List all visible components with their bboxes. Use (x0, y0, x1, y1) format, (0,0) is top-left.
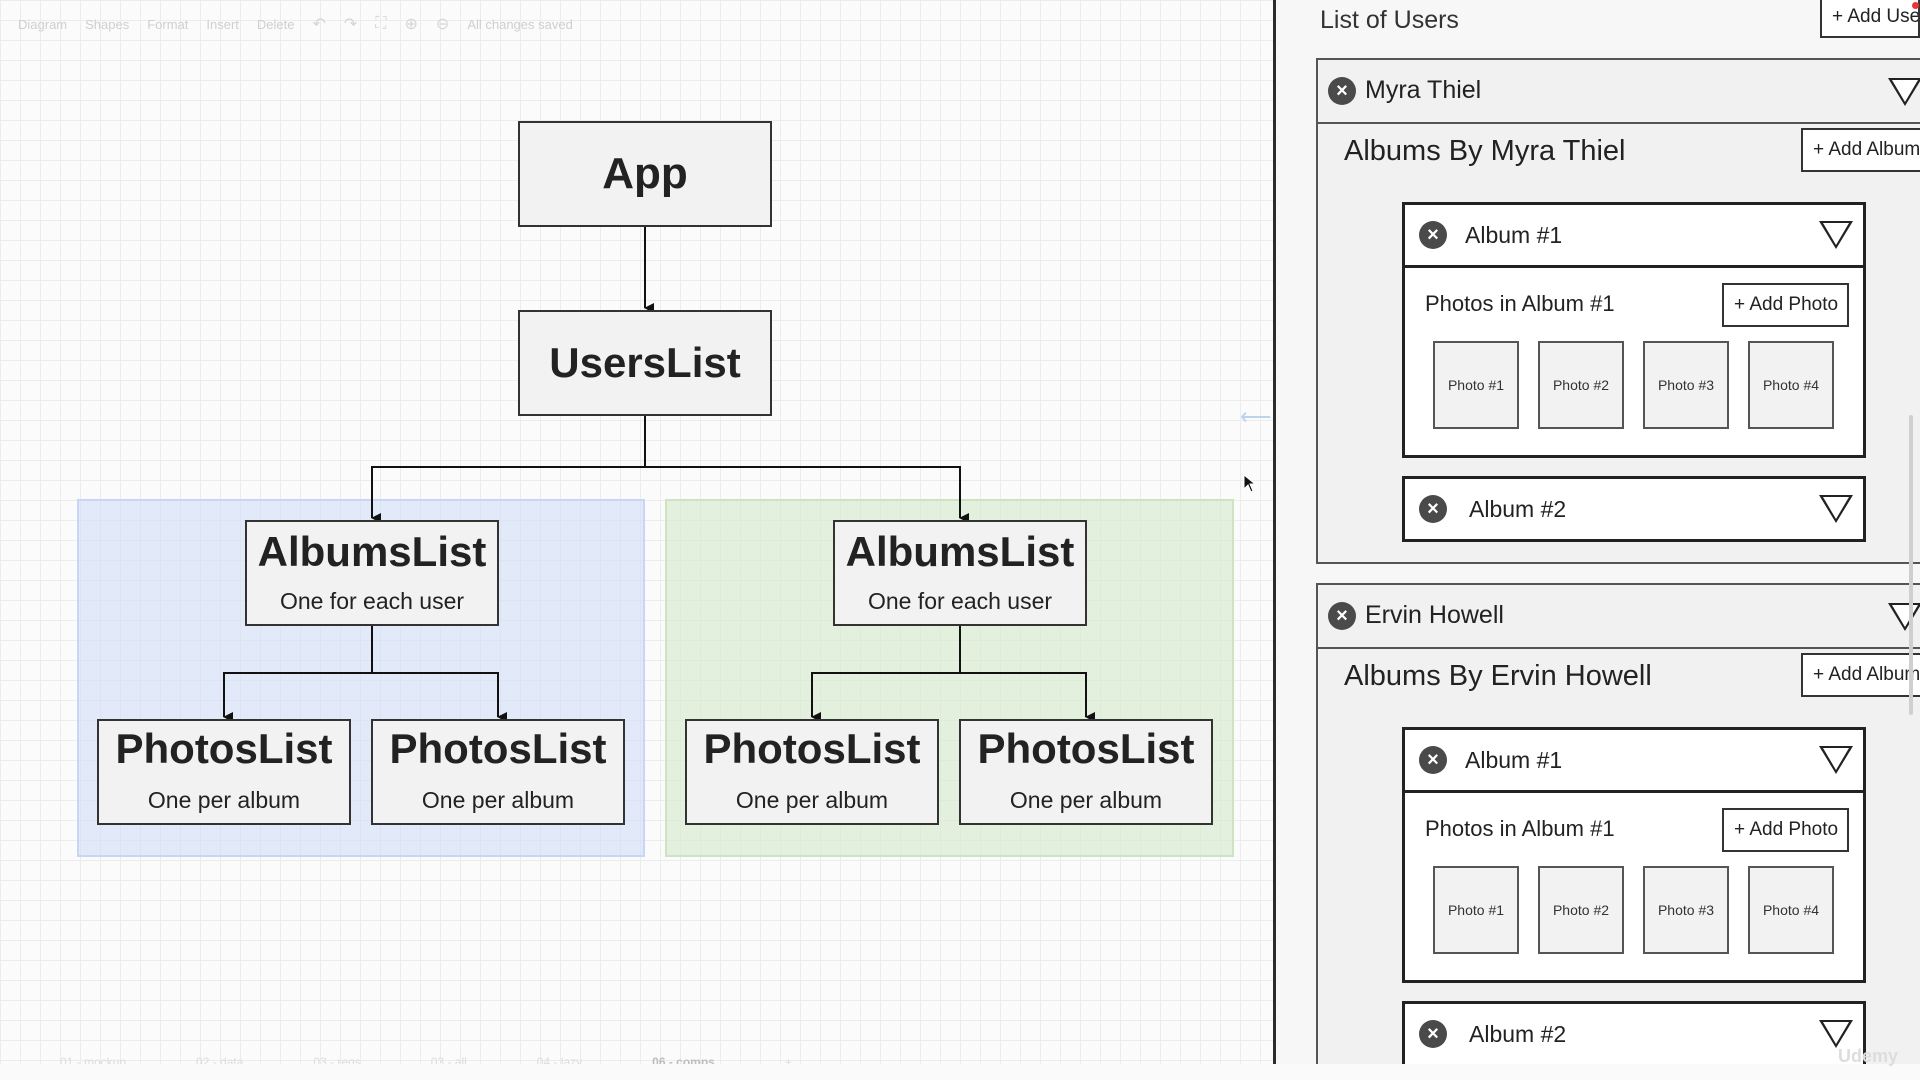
photoslist-node-title: PhotosList (115, 725, 333, 772)
diagram-canvas[interactable]: Diagram Shapes Format Insert Delete ↶ ↷ … (0, 0, 1273, 1080)
toolbar-diagram-menu[interactable]: Diagram (18, 16, 68, 32)
add-album-button[interactable]: + Add Album (1801, 128, 1920, 172)
album-card-1: × Album #1 Photos in Album #1 + Add Phot… (1402, 202, 1866, 458)
user-name: Ervin Howell (1365, 601, 1504, 629)
user-card-2: × Ervin Howell Albums By Ervin Howell + … (1316, 583, 1920, 1064)
split-divider[interactable] (1273, 0, 1276, 1064)
user-name: Myra Thiel (1365, 76, 1482, 104)
photo-tile[interactable]: Photo #1 (1433, 866, 1519, 954)
album-header[interactable]: × Album #2 (1405, 479, 1863, 539)
photos-title: Photos in Album #1 (1425, 816, 1615, 841)
remove-album-icon[interactable]: × (1419, 746, 1447, 774)
remove-user-icon[interactable]: × (1328, 77, 1356, 105)
album-name: Album #2 (1469, 496, 1567, 522)
photoslist-node-2[interactable]: PhotosList One per album (371, 719, 625, 825)
users-list-title: List of Users (1320, 6, 1459, 34)
album-card-1: × Album #1 Photos in Album #1 + Add Phot… (1402, 727, 1866, 983)
albumslist-node-title: AlbumsList (257, 528, 487, 575)
add-page-icon[interactable]: + (784, 1055, 792, 1069)
photoslist-node-subtitle: One per album (735, 787, 889, 813)
expand-triangle-icon[interactable] (1888, 78, 1920, 106)
toolbar-delete-button[interactable]: Delete (256, 16, 295, 32)
photo-tile[interactable]: Photo #2 (1538, 866, 1624, 954)
photoslist-node-4[interactable]: PhotosList One per album (959, 719, 1213, 825)
userslist-node[interactable]: UsersList (518, 310, 772, 416)
albumslist-node-1[interactable]: AlbumsList One for each user (245, 520, 499, 626)
album-header[interactable]: × Album #2 (1405, 1004, 1863, 1064)
save-status: All changes saved (467, 16, 573, 32)
collapse-arrow-icon[interactable]: ⟵ (1240, 404, 1272, 429)
user-header[interactable]: × Ervin Howell (1318, 585, 1920, 649)
notification-dot-icon (1912, 2, 1919, 9)
photo-tile[interactable]: Photo #1 (1433, 341, 1519, 429)
album-name: Album #2 (1469, 1021, 1567, 1047)
photoslist-node-title: PhotosList (977, 725, 1195, 772)
editor-toolbar: Diagram Shapes Format Insert Delete ↶ ↷ … (18, 14, 573, 34)
photoslist-node-3[interactable]: PhotosList One per album (685, 719, 939, 825)
photoslist-node-subtitle: One per album (421, 787, 575, 813)
add-album-button[interactable]: + Add Album (1801, 653, 1920, 697)
collapse-triangle-icon[interactable] (1819, 221, 1853, 249)
toolbar-format-menu[interactable]: Format (147, 16, 189, 32)
album-header[interactable]: × Album #1 (1405, 730, 1863, 793)
toolbar-shapes-menu[interactable]: Shapes (85, 16, 130, 32)
photo-tile[interactable]: Photo #3 (1643, 866, 1729, 954)
collapse-triangle-icon[interactable] (1819, 1020, 1853, 1048)
collapse-triangle-icon[interactable] (1819, 495, 1853, 523)
photoslist-node-title: PhotosList (389, 725, 607, 772)
photo-tile[interactable]: Photo #3 (1643, 341, 1729, 429)
photoslist-node-1[interactable]: PhotosList One per album (97, 719, 351, 825)
app-node-title: App (602, 149, 688, 198)
fullscreen-icon[interactable]: ⛶ (375, 15, 387, 32)
app-node[interactable]: App (518, 121, 772, 227)
zoom-out-icon[interactable]: ⊖ (435, 16, 450, 33)
remove-album-icon[interactable]: × (1419, 495, 1447, 523)
user-card-1: × Myra Thiel Albums By Myra Thiel + Add … (1316, 58, 1920, 564)
add-photo-button[interactable]: + Add Photo (1722, 808, 1849, 852)
collapse-triangle-icon[interactable] (1819, 746, 1853, 774)
album-card-2: × Album #2 (1402, 476, 1866, 542)
mouse-cursor-icon (1243, 474, 1257, 493)
add-user-button[interactable]: + Add User (1820, 0, 1920, 38)
albumslist-node-subtitle: One for each user (867, 588, 1053, 614)
album-header[interactable]: × Album #1 (1405, 205, 1863, 268)
user-header[interactable]: × Myra Thiel (1318, 60, 1920, 124)
connector-lines (223, 227, 1095, 722)
albums-title: Albums By Myra Thiel (1344, 135, 1626, 167)
mockup-panel: List of Users + Add User × Myra Thiel Al… (1276, 0, 1920, 1064)
albumslist-node-title: AlbumsList (845, 528, 1075, 575)
vertical-scrollbar[interactable] (1909, 415, 1913, 715)
photo-tile[interactable]: Photo #4 (1748, 866, 1834, 954)
expand-triangle-icon[interactable] (1888, 603, 1920, 631)
add-photo-button[interactable]: + Add Photo (1722, 283, 1849, 327)
remove-album-icon[interactable]: × (1419, 221, 1447, 249)
album-name: Album #1 (1465, 747, 1563, 773)
toolbar-insert-menu[interactable]: Insert (206, 16, 239, 32)
photo-tile[interactable]: Photo #2 (1538, 341, 1624, 429)
bottom-bar (0, 1064, 1920, 1080)
albumslist-node-2[interactable]: AlbumsList One for each user (833, 520, 1087, 626)
albumslist-node-subtitle: One for each user (279, 588, 465, 614)
album-name: Album #1 (1465, 222, 1563, 248)
photoslist-node-subtitle: One per album (147, 787, 301, 813)
redo-icon[interactable]: ↷ (343, 16, 358, 33)
album-card-2: × Album #2 (1402, 1001, 1866, 1064)
remove-album-icon[interactable]: × (1419, 1020, 1447, 1048)
userslist-node-title: UsersList (549, 339, 741, 386)
zoom-in-icon[interactable]: ⊕ (404, 16, 418, 33)
photo-tile[interactable]: Photo #4 (1748, 341, 1834, 429)
photos-title: Photos in Album #1 (1425, 291, 1615, 316)
udemy-watermark: Udemy (1838, 1046, 1899, 1066)
photoslist-node-subtitle: One per album (1009, 787, 1163, 813)
photoslist-node-title: PhotosList (703, 725, 921, 772)
remove-user-icon[interactable]: × (1328, 602, 1356, 630)
albums-title: Albums By Ervin Howell (1344, 660, 1652, 692)
undo-icon[interactable]: ↶ (312, 16, 326, 33)
